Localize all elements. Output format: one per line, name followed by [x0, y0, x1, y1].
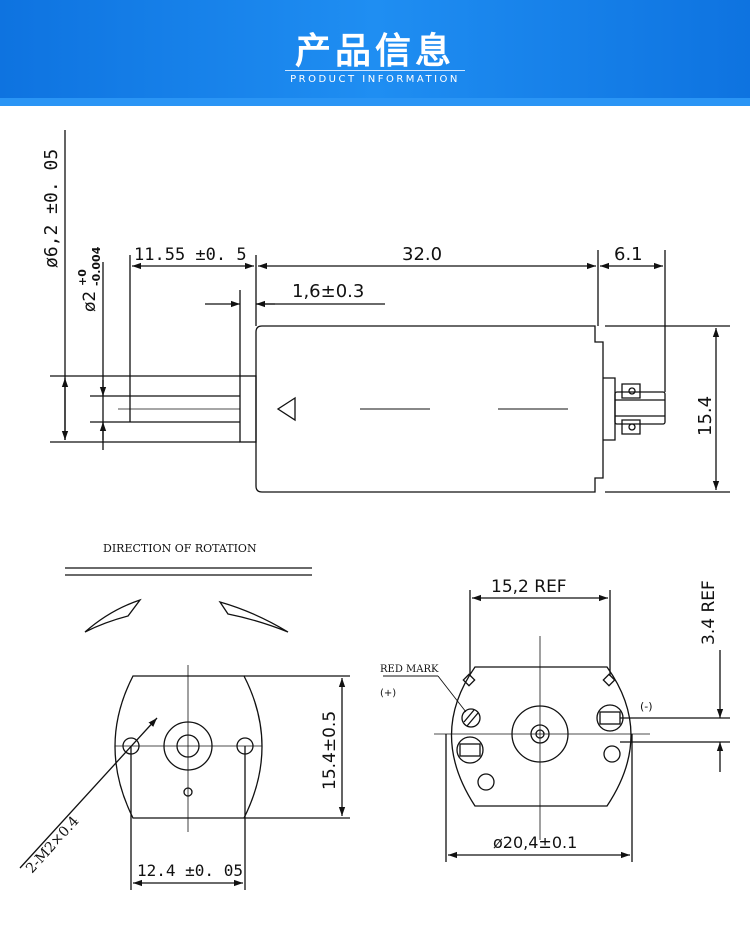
rear-housing [450, 666, 632, 807]
dim-body-length: 32.0 [402, 244, 442, 265]
front-view [19, 567, 350, 890]
vent-hole [183, 787, 193, 797]
rear-hole-right [603, 745, 621, 763]
dim-ref-height: 3.4 REF [699, 580, 719, 645]
red-mark-circle [461, 708, 481, 728]
front-bearing-outer [163, 721, 213, 771]
dim-collar-width: 1,6±0.3 [292, 281, 364, 302]
motor-collar [239, 375, 257, 443]
rotation-label: DIRECTION OF ROTATION [103, 542, 257, 555]
rear-view [383, 590, 730, 862]
front-housing [114, 675, 263, 819]
header-strip [0, 98, 750, 106]
page-subtitle: PRODUCT INFORMATION [290, 74, 460, 85]
dim-shaft-diameter: ø6,2 ±0. 05 [41, 149, 62, 268]
body-arrow-mark [276, 396, 296, 422]
dim-hole-spacing: 12.4 ±0. 05 [137, 861, 243, 880]
rear-hole-left [477, 773, 495, 791]
dim-shaft-length: 11.55 ±0. 5 [134, 245, 247, 265]
side-view [50, 130, 730, 493]
terminal-block [603, 377, 616, 441]
rear-bearing-inner [530, 724, 550, 744]
dim-body-height: 15.4 [695, 396, 716, 436]
header-divider-left [285, 70, 385, 71]
terminal-negative [596, 704, 624, 732]
header-divider-right [365, 70, 465, 71]
page-title: 产品信息 [294, 31, 455, 72]
dim-pin-diameter: ø2 [80, 291, 100, 312]
dim-terminal-length: 6.1 [614, 244, 643, 265]
dim-outer-diameter: ø20,4±0.1 [493, 833, 577, 852]
front-bearing-inner [176, 734, 200, 758]
dim-pin-tol-lower: -0.004 [90, 246, 103, 286]
dim-ref-width: 15,2 REF [491, 577, 567, 597]
plus-label: (+) [380, 688, 396, 699]
minus-label: (-) [640, 700, 653, 713]
rotation-arrow-left [84, 598, 142, 633]
red-mark-label: RED MARK [380, 664, 439, 675]
rear-bearing-outer [511, 705, 569, 763]
terminal-positive [456, 736, 484, 764]
dim-screw-spec: 2-M2×0.4 [23, 813, 82, 876]
dim-front-height: 15.4±0.5 [320, 711, 340, 790]
rotation-arrow-right [218, 600, 289, 633]
dim-pin-tol-upper: +0 [76, 269, 89, 286]
header-banner [0, 0, 750, 100]
motor-body [255, 325, 604, 493]
